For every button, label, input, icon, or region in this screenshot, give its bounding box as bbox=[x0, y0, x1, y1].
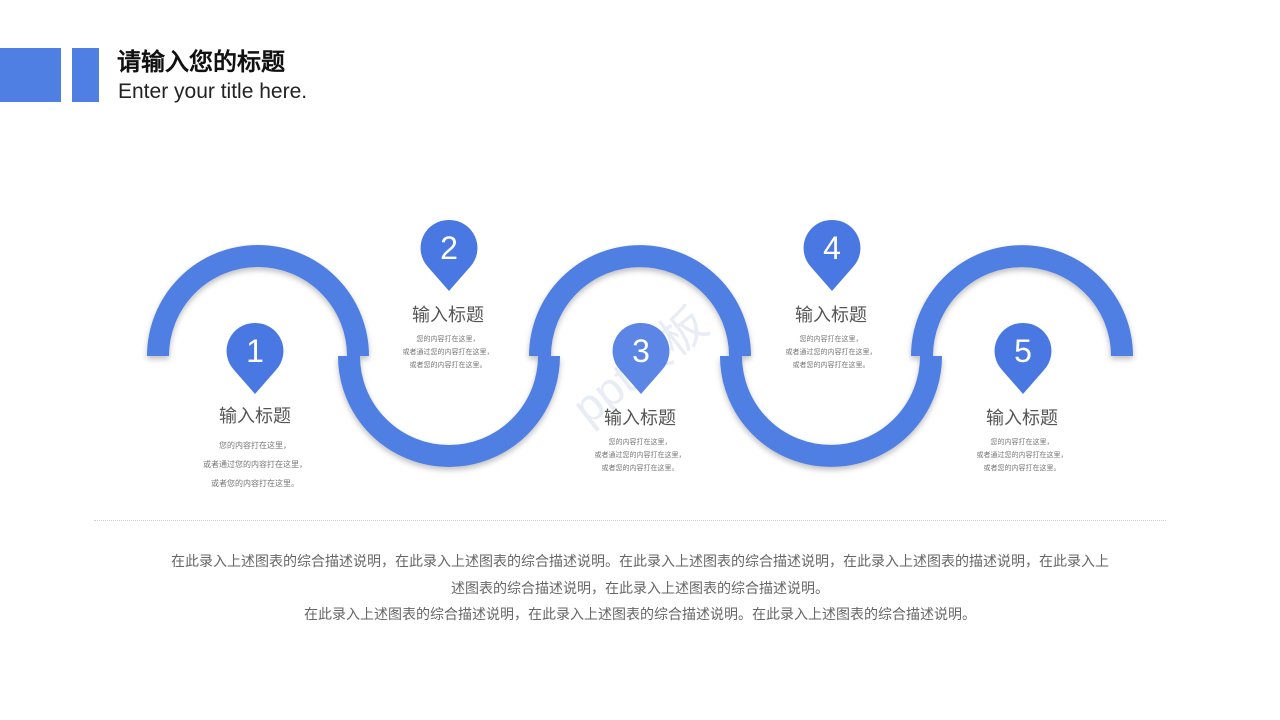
step-2-text: 输入标题 您的内容打在这里， 或者通过您的内容打在这里， 或者您的内容打在这里。 bbox=[348, 305, 548, 372]
summary-line-3: 在此录入上述图表的综合描述说明，在此录入上述图表的综合描述说明。在此录入上述图表… bbox=[304, 607, 976, 623]
page-title: 请输入您的标题 bbox=[117, 48, 285, 76]
step-5-desc-line: 或者您的内容打在这里。 bbox=[983, 464, 1061, 472]
step-5-title: 输入标题 bbox=[986, 408, 1058, 429]
step-4-desc-line: 或者您的内容打在这里。 bbox=[792, 361, 870, 369]
step-3-desc-line: 或者通过您的内容打在这里， bbox=[594, 451, 686, 459]
step-3-title: 输入标题 bbox=[604, 408, 676, 429]
step-2-desc-line: 或者您的内容打在这里。 bbox=[409, 361, 487, 369]
map-pin-icon bbox=[803, 219, 861, 291]
map-pin-icon bbox=[420, 219, 478, 291]
summary-line-2: 述图表的综合描述说明，在此录入上述图表的综合描述说明。 bbox=[451, 580, 829, 597]
step-1-desc-line: 或者通过您的内容打在这里， bbox=[203, 460, 307, 469]
divider bbox=[94, 520, 1166, 521]
map-pin-icon bbox=[612, 322, 670, 394]
step-2-pin: 2 bbox=[419, 219, 479, 300]
step-3-desc: 您的内容打在这里， 或者通过您的内容打在这里， 或者您的内容打在这里。 bbox=[540, 436, 740, 475]
step-2-desc-line: 或者通过您的内容打在这里， bbox=[402, 348, 494, 356]
step-5-pin: 5 bbox=[993, 322, 1053, 403]
step-1-pin: 1 bbox=[225, 322, 285, 403]
step-5-desc-line: 您的内容打在这里， bbox=[990, 438, 1054, 446]
step-2-title: 输入标题 bbox=[412, 305, 484, 326]
map-pin-icon bbox=[994, 322, 1052, 394]
map-pin-icon bbox=[226, 322, 284, 394]
step-4-number: 4 bbox=[823, 230, 841, 266]
step-5-text: 输入标题 您的内容打在这里， 或者通过您的内容打在这里， 或者您的内容打在这里。 bbox=[922, 408, 1122, 475]
step-3-number: 3 bbox=[632, 333, 650, 369]
step-1-number: 1 bbox=[246, 333, 264, 369]
summary-line-1: 在此录入上述图表的综合描述说明，在此录入上述图表的综合描述说明。在此录入上述图表… bbox=[171, 554, 1109, 570]
wave-arc-4 bbox=[720, 355, 942, 467]
step-2-number: 2 bbox=[440, 230, 458, 266]
wave-arc-5 bbox=[911, 245, 1133, 357]
wave-arc-2 bbox=[338, 355, 560, 467]
step-1-desc: 您的内容打在这里， 或者通过您的内容打在这里， 或者您的内容打在这里。 bbox=[155, 436, 355, 493]
wave-arc-1 bbox=[147, 245, 369, 357]
step-5-desc-line: 或者通过您的内容打在这里， bbox=[976, 451, 1068, 459]
summary-text: 在此录入上述图表的综合描述说明，在此录入上述图表的综合描述说明。在此录入上述图表… bbox=[100, 549, 1180, 629]
step-4-text: 输入标题 您的内容打在这里， 或者通过您的内容打在这里， 或者您的内容打在这里。 bbox=[731, 305, 931, 372]
step-5-number: 5 bbox=[1014, 333, 1032, 369]
step-4-desc: 您的内容打在这里， 或者通过您的内容打在这里， 或者您的内容打在这里。 bbox=[731, 333, 931, 372]
header-decoration-bar bbox=[72, 48, 99, 102]
step-1-text: 输入标题 您的内容打在这里， 或者通过您的内容打在这里， 或者您的内容打在这里。 bbox=[155, 406, 355, 493]
step-3-desc-line: 或者您的内容打在这里。 bbox=[601, 464, 679, 472]
step-1-desc-line: 或者您的内容打在这里。 bbox=[211, 479, 299, 488]
wave-arc-3 bbox=[529, 245, 751, 357]
step-5-desc: 您的内容打在这里， 或者通过您的内容打在这里， 或者您的内容打在这里。 bbox=[922, 436, 1122, 475]
step-4-pin: 4 bbox=[802, 219, 862, 300]
step-3-pin: 3 bbox=[611, 322, 671, 403]
step-1-desc-line: 您的内容打在这里， bbox=[219, 441, 291, 450]
step-1-title: 输入标题 bbox=[219, 406, 291, 427]
header-decoration-block bbox=[0, 48, 61, 102]
step-4-desc-line: 或者通过您的内容打在这里， bbox=[785, 348, 877, 356]
page-subtitle: Enter your title here. bbox=[118, 80, 308, 103]
step-3-desc-line: 您的内容打在这里， bbox=[608, 438, 672, 446]
step-2-desc: 您的内容打在这里， 或者通过您的内容打在这里， 或者您的内容打在这里。 bbox=[348, 333, 548, 372]
step-2-desc-line: 您的内容打在这里， bbox=[416, 335, 480, 343]
step-3-text: 输入标题 您的内容打在这里， 或者通过您的内容打在这里， 或者您的内容打在这里。 bbox=[540, 408, 740, 475]
step-4-title: 输入标题 bbox=[795, 305, 867, 326]
step-4-desc-line: 您的内容打在这里， bbox=[799, 335, 863, 343]
